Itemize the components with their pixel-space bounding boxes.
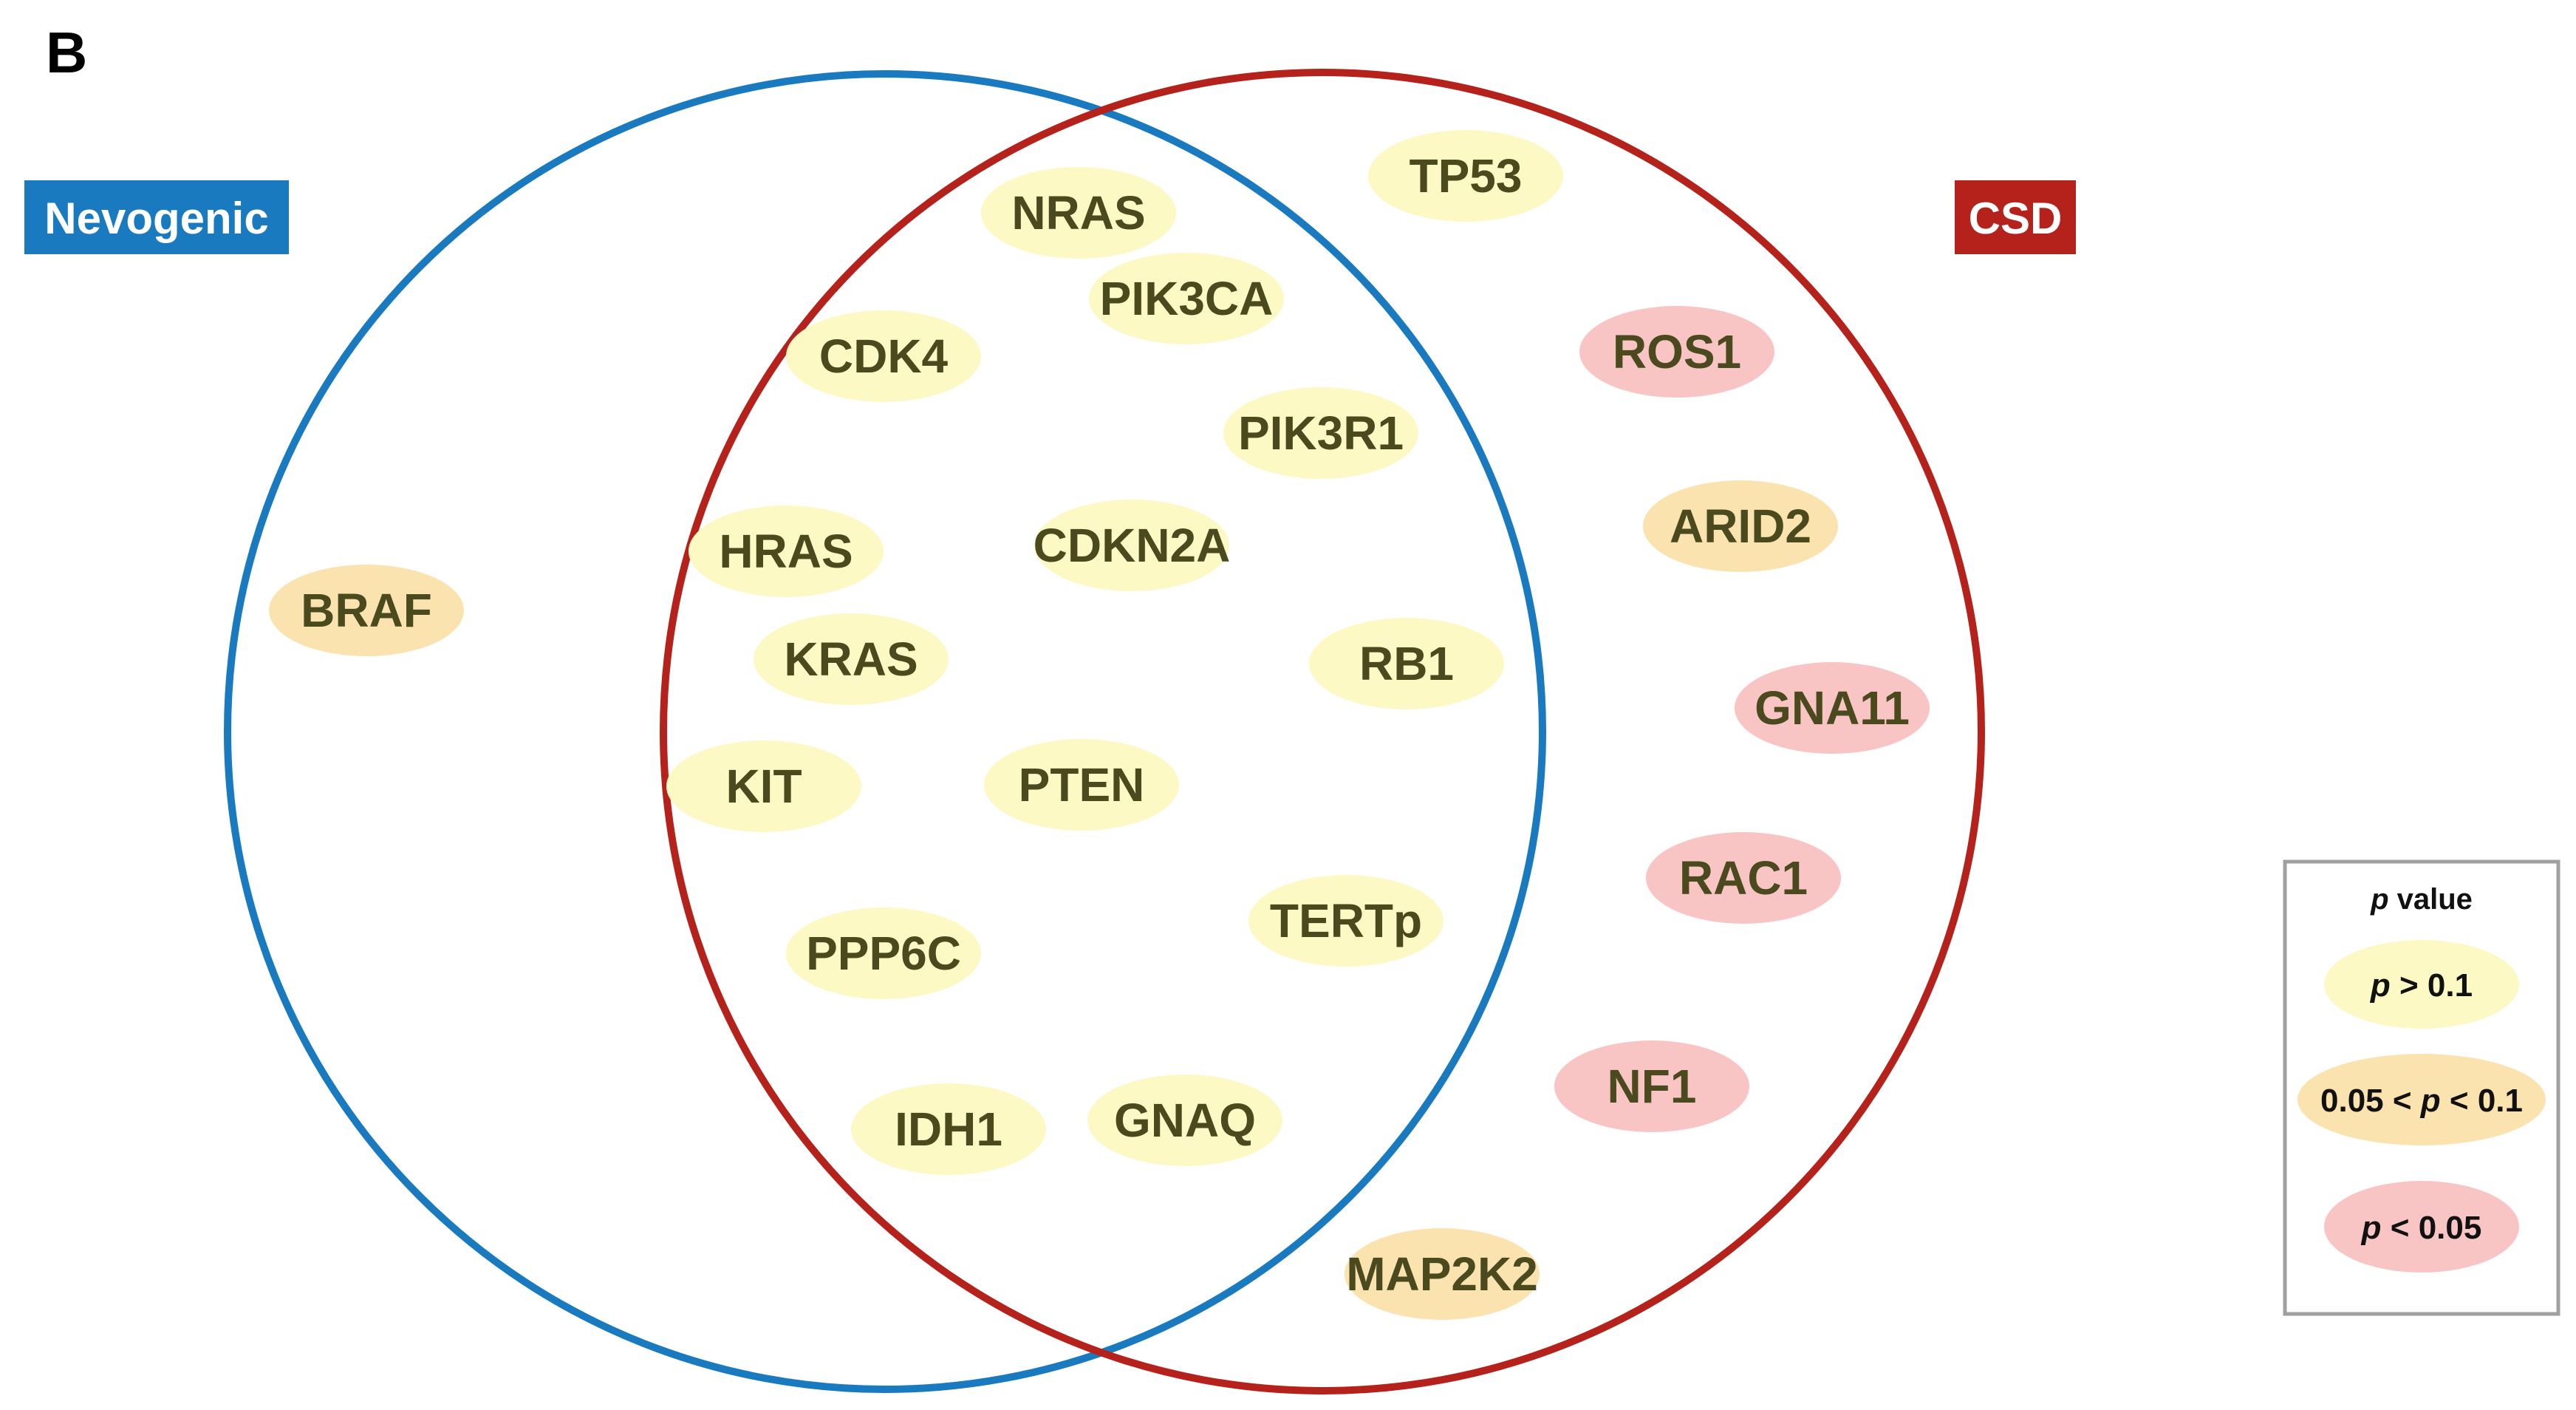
gene-ellipse-rac1: [1646, 832, 1841, 924]
gene-label-ppp6c: PPP6C: [806, 927, 961, 980]
gene-label-rb1: RB1: [1359, 637, 1454, 690]
gene-ellipse-gnaq: [1087, 1074, 1282, 1166]
gene-ellipse-idh1: [851, 1083, 1046, 1175]
gene-label-gna11: GNA11: [1755, 681, 1910, 735]
gene-label-pik3ca: PIK3CA: [1100, 272, 1274, 325]
gene-label-pten: PTEN: [1019, 758, 1145, 811]
nevogenic-label-text: Nevogenic: [44, 194, 268, 243]
legend-title-rest: value: [2389, 883, 2473, 916]
legend-label-p-lt-0-05: p < 0.05: [2361, 1210, 2482, 1246]
gene-label-tertp: TERTp: [1270, 894, 1422, 947]
legend-title: p value: [2370, 883, 2473, 916]
gene-label-ros1: ROS1: [1613, 325, 1741, 378]
gene-label-rac1: RAC1: [1679, 851, 1808, 905]
gene-ellipse-gna11: [1735, 662, 1930, 754]
gene-ellipse-nf1: [1554, 1041, 1749, 1132]
nevogenic-set-label: Nevogenic: [24, 180, 289, 254]
gene-ellipse-tertp: [1248, 875, 1444, 967]
gene-label-gnaq: GNAQ: [1114, 1094, 1256, 1147]
gene-label-braf: BRAF: [301, 584, 432, 637]
gene-label-nf1: NF1: [1608, 1060, 1697, 1113]
gene-label-pik3r1: PIK3R1: [1238, 406, 1404, 460]
gene-label-tp53: TP53: [1410, 149, 1523, 202]
gene-ellipse-pik3ca: [1089, 253, 1284, 344]
gene-ellipse-pten: [984, 739, 1179, 831]
csd-circle: [660, 69, 1985, 1394]
gene-ellipse-map2k2: [1345, 1228, 1540, 1320]
nevogenic-label-background: [24, 180, 289, 254]
csd-label-background: [1955, 180, 2076, 254]
legend-title-var: p: [2370, 883, 2388, 916]
gene-ellipse-rb1: [1309, 618, 1504, 709]
gene-label-cdkn2a: CDKN2A: [1034, 519, 1231, 572]
gene-ellipse-hras: [689, 505, 884, 597]
gene-ellipse-braf: [269, 565, 464, 656]
gene-label-kit: KIT: [725, 760, 802, 813]
panel-label: B: [46, 20, 87, 85]
gene-ellipse-kit: [666, 740, 861, 832]
legend-swatch-p-lt-0-05: [2324, 1181, 2519, 1273]
gene-label-cdk4: CDK4: [819, 330, 949, 383]
gene-ellipse-pik3r1: [1223, 387, 1418, 479]
legend-label-p-0-05-to-0-1: 0.05 < p < 0.1: [2320, 1083, 2523, 1119]
gene-label-hras: HRAS: [719, 525, 853, 578]
gene-ellipse-cdkn2a: [1034, 500, 1229, 591]
legend-swatch-p-0-05-to-0-1: [2297, 1054, 2546, 1145]
legend: p value p > 0.1 0.05 < p < 0.1 p < 0.05: [2283, 859, 2560, 1316]
gene-ellipse-arid2: [1643, 480, 1838, 572]
legend-swatch-p-gt-0-1: [2324, 940, 2519, 1029]
gene-ellipse-nras: [981, 167, 1176, 259]
gene-ellipse-tp53: [1368, 130, 1563, 222]
gene-ellipse-ppp6c: [786, 907, 981, 999]
gene-ellipse-cdk4: [786, 310, 981, 402]
gene-ellipse-kras: [754, 613, 949, 705]
csd-label-text: CSD: [1969, 194, 2063, 243]
gene-label-nras: NRAS: [1011, 186, 1145, 239]
gene-label-idh1: IDH1: [895, 1103, 1002, 1156]
csd-set-label: CSD: [1955, 180, 2076, 254]
nevogenic-circle: [224, 70, 1546, 1393]
gene-label-map2k2: MAP2K2: [1346, 1247, 1538, 1301]
gene-label-kras: KRAS: [784, 633, 918, 686]
gene-ellipse-ros1: [1579, 306, 1774, 398]
legend-label-p-gt-0-1: p > 0.1: [2370, 967, 2473, 1004]
gene-label-arid2: ARID2: [1670, 500, 1811, 553]
